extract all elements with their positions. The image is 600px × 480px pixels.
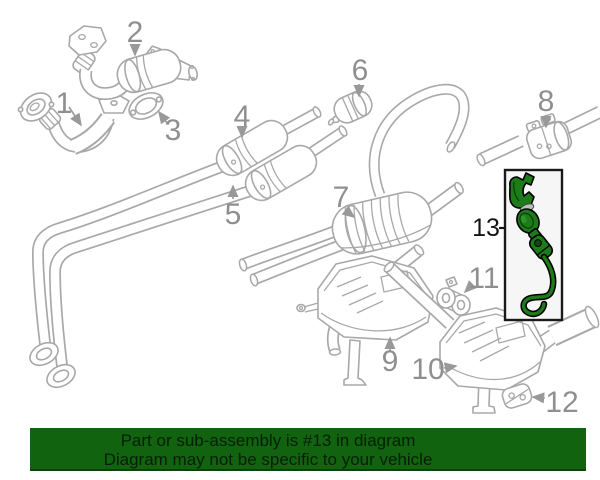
callout-label-4: 4: [234, 100, 251, 133]
clamp-body: [525, 113, 573, 160]
pipe-flange-1: [29, 341, 59, 367]
banner-line-1: Part or sub-assembly is #13 in diagram: [120, 431, 416, 450]
part-3-gasket: [128, 92, 164, 120]
callout-arrow-11: [463, 280, 477, 294]
callout-label-7: 7: [333, 181, 350, 214]
callouts: 1 2 3 4 5 6 7 8: [56, 16, 579, 419]
diagram-note-banner: Part or sub-assembly is #13 in diagram D…: [30, 428, 586, 471]
catalytic-converter-body: [116, 45, 182, 94]
part-12-bracket: [501, 383, 533, 409]
callout-arrow-3: [158, 110, 171, 125]
part-5-resonator: [244, 144, 318, 202]
part-7-center-muffler: [238, 83, 470, 287]
callout-label-2: 2: [127, 16, 144, 49]
callout-arrow-10: [443, 362, 458, 374]
callout-label-13: 13: [472, 214, 500, 242]
callout-arrow-12: [531, 392, 546, 404]
callout-label-1: 1: [56, 87, 73, 120]
callout-8: 8: [538, 85, 555, 129]
part-10-rear-muffler-right: [383, 261, 600, 414]
callout-7: 7: [333, 181, 356, 218]
callout-label-3: 3: [165, 114, 182, 147]
callout-arrow-1: [68, 106, 82, 127]
callout-arrow-7: [341, 205, 356, 218]
callout-13: 13: [472, 214, 506, 242]
callout-2: 2: [127, 16, 144, 57]
callout-3: 3: [158, 110, 182, 147]
part-8-clamp-assembly: [476, 106, 600, 167]
callout-label-8: 8: [538, 85, 555, 118]
callout-11: 11: [463, 262, 500, 295]
part-11-hanger: [436, 276, 471, 316]
callout-4: 4: [234, 100, 251, 139]
callout-label-12: 12: [545, 386, 578, 419]
callout-10: 10: [411, 353, 458, 386]
pipe-flange-2: [46, 363, 76, 389]
callout-1: 1: [56, 87, 82, 127]
bellows: [72, 49, 96, 75]
callout-label-6: 6: [352, 54, 369, 87]
front-dual-pipes: [29, 161, 252, 389]
highlight-box-13: [503, 168, 564, 322]
banner-line-2: Diagram may not be specific to your vehi…: [103, 450, 433, 469]
callout-label-5: 5: [225, 198, 242, 231]
part-13-sensor: [508, 172, 557, 318]
part-1-flange: [17, 92, 55, 122]
callout-label-11: 11: [468, 262, 499, 295]
callout-12: 12: [531, 386, 579, 419]
callout-5: 5: [225, 184, 242, 231]
resonator-outlet-pipes: [280, 106, 348, 157]
callout-label-10: 10: [411, 353, 444, 386]
part-1-front-pipe: [17, 89, 130, 155]
callout-9: 9: [382, 336, 399, 378]
callout-6: 6: [352, 54, 369, 98]
callout-label-9: 9: [382, 345, 399, 378]
part-2-downpipe-catalytic-converter: [68, 25, 199, 101]
part-6-actuator: [327, 90, 373, 126]
